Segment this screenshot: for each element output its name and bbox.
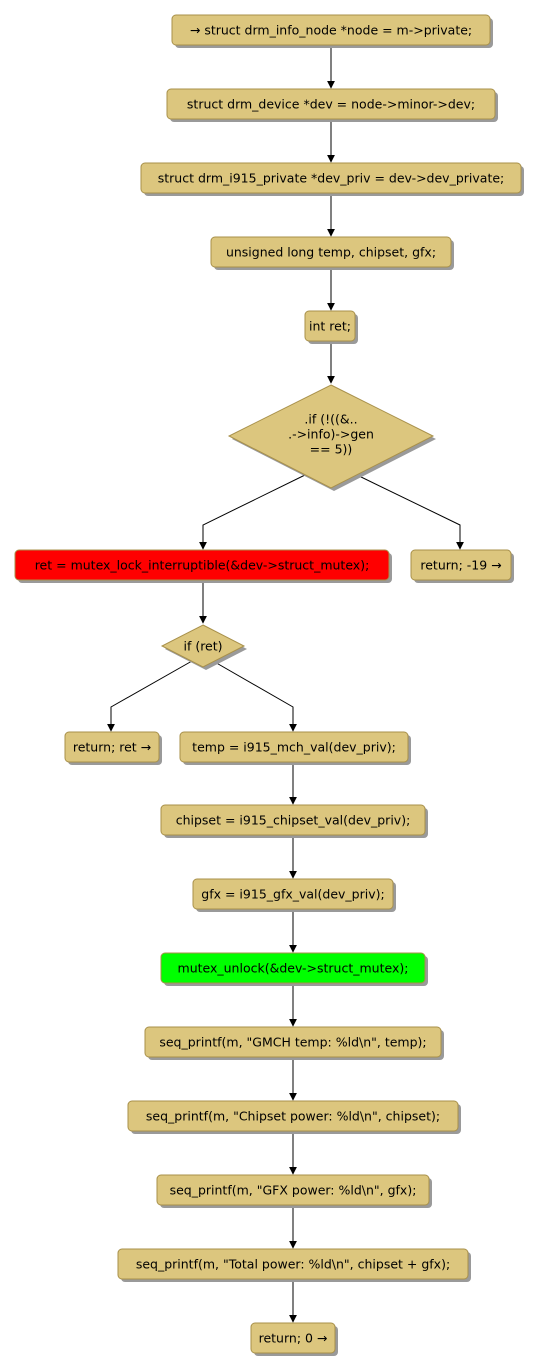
nodes: → struct drm_info_node *node = m->privat… <box>14 14 522 1354</box>
node-print-chipset-power: seq_printf(m, "Chipset power: %ld\n", ch… <box>127 1100 459 1132</box>
node-declare-vars: unsigned long temp, chipset, gfx; <box>210 236 452 268</box>
node-temp-assign-label: temp = i915_mch_val(dev_priv); <box>192 740 396 755</box>
decision-gen-check-line-2: .->info)->gen <box>288 427 374 442</box>
node-return-minus-19-label: return; -19 → <box>420 558 501 573</box>
node-node-assign-label: → struct drm_info_node *node = m->privat… <box>190 23 472 38</box>
node-mutex-unlock: mutex_unlock(&dev->struct_mutex); <box>160 952 426 984</box>
node-gfx-assign: gfx = i915_gfx_val(dev_priv); <box>192 878 394 910</box>
node-print-gfx-power-label: seq_printf(m, "GFX power: %ld\n", gfx); <box>170 1183 417 1198</box>
node-chipset-assign-label: chipset = i915_chipset_val(dev_priv); <box>176 813 411 828</box>
edge-d2-temp <box>212 660 297 732</box>
node-return-minus-19: return; -19 → <box>410 549 512 581</box>
node-print-gfx-power: seq_printf(m, "GFX power: %ld\n", gfx); <box>156 1174 430 1206</box>
node-dev-assign: struct drm_device *dev = node->minor->de… <box>166 88 496 120</box>
decision-gen-check-line-3: == 5)) <box>310 442 353 457</box>
node-mutex-lock: ret = mutex_lock_interruptible(&dev->str… <box>14 549 390 581</box>
node-chipset-assign: chipset = i915_chipset_val(dev_priv); <box>160 804 426 836</box>
node-dev-assign-label: struct drm_device *dev = node->minor->de… <box>187 97 475 112</box>
node-return-0: return; 0 → <box>250 1322 336 1354</box>
edges <box>107 45 464 1323</box>
node-return-ret-label: return; ret → <box>73 740 151 755</box>
decision-ret-check-label: if (ret) <box>183 639 222 654</box>
node-print-chipset-power-label: seq_printf(m, "Chipset power: %ld\n", ch… <box>146 1109 440 1124</box>
node-declare-ret-label: int ret; <box>309 319 351 334</box>
node-declare-vars-label: unsigned long temp, chipset, gfx; <box>226 245 436 260</box>
node-dev-priv-assign: struct drm_i915_private *dev_priv = dev-… <box>140 162 522 194</box>
decision-gen-check-line-1: .if (!((&.. <box>304 412 357 427</box>
node-print-gmch-temp-label: seq_printf(m, "GMCH temp: %ld\n", temp); <box>159 1035 426 1050</box>
shadows <box>18 18 524 1356</box>
decision-ret-check: if (ret) <box>160 624 246 668</box>
node-return-ret: return; ret → <box>64 731 160 763</box>
node-print-total-power-label: seq_printf(m, "Total power: %ld\n", chip… <box>136 1257 450 1272</box>
node-print-total-power: seq_printf(m, "Total power: %ld\n", chip… <box>117 1248 469 1280</box>
node-mutex-unlock-label: mutex_unlock(&dev->struct_mutex); <box>178 961 409 976</box>
node-gfx-assign-label: gfx = i915_gfx_val(dev_priv); <box>201 887 384 902</box>
node-declare-ret: int ret; <box>304 310 356 342</box>
edge-d1-ret19 <box>356 474 464 550</box>
node-node-assign: → struct drm_info_node *node = m->privat… <box>171 14 491 46</box>
node-print-gmch-temp: seq_printf(m, "GMCH temp: %ld\n", temp); <box>144 1026 442 1058</box>
edge-d1-lock <box>199 474 306 550</box>
node-mutex-lock-label: ret = mutex_lock_interruptible(&dev->str… <box>35 558 370 573</box>
node-temp-assign: temp = i915_mch_val(dev_priv); <box>179 731 409 763</box>
node-return-0-label: return; 0 → <box>259 1331 328 1346</box>
node-dev-priv-assign-label: struct drm_i915_private *dev_priv = dev-… <box>158 171 505 186</box>
edge-d2-retret <box>107 660 193 732</box>
decision-gen-check: .if (!((&.. .->info)->gen == 5)) <box>227 384 435 489</box>
